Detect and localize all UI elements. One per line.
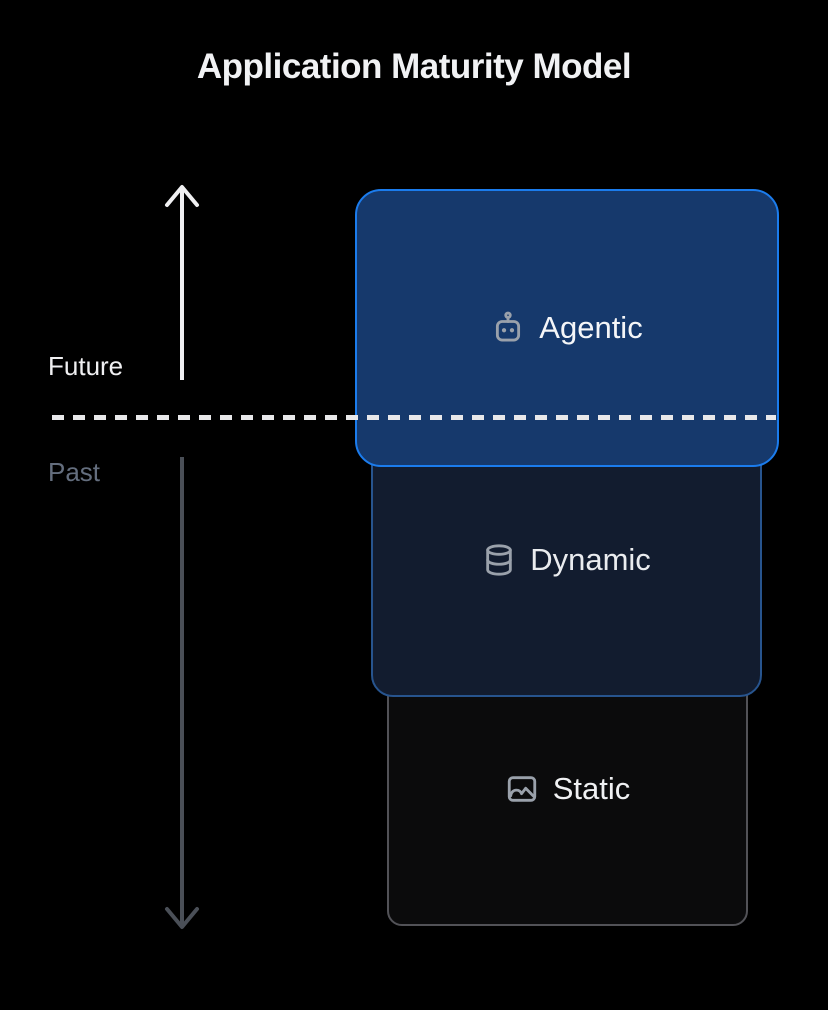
database-icon — [482, 543, 516, 577]
bot-icon — [491, 311, 525, 345]
future-label: Future — [48, 351, 124, 381]
level-card-dynamic: Dynamic — [371, 423, 762, 697]
level-label-static: Static — [552, 771, 631, 806]
future-arrow-icon — [165, 185, 199, 380]
level-card-static: Static — [387, 652, 748, 926]
past-label: Past — [48, 457, 101, 487]
past-arrow-icon — [165, 457, 199, 929]
level-label-dynamic: Dynamic — [530, 542, 651, 577]
level-label-agentic: Agentic — [539, 310, 643, 345]
level-card-agentic: Agentic — [355, 189, 779, 467]
future-past-divider — [52, 415, 776, 420]
page-title: Application Maturity Model — [196, 47, 632, 86]
image-icon — [505, 772, 539, 806]
